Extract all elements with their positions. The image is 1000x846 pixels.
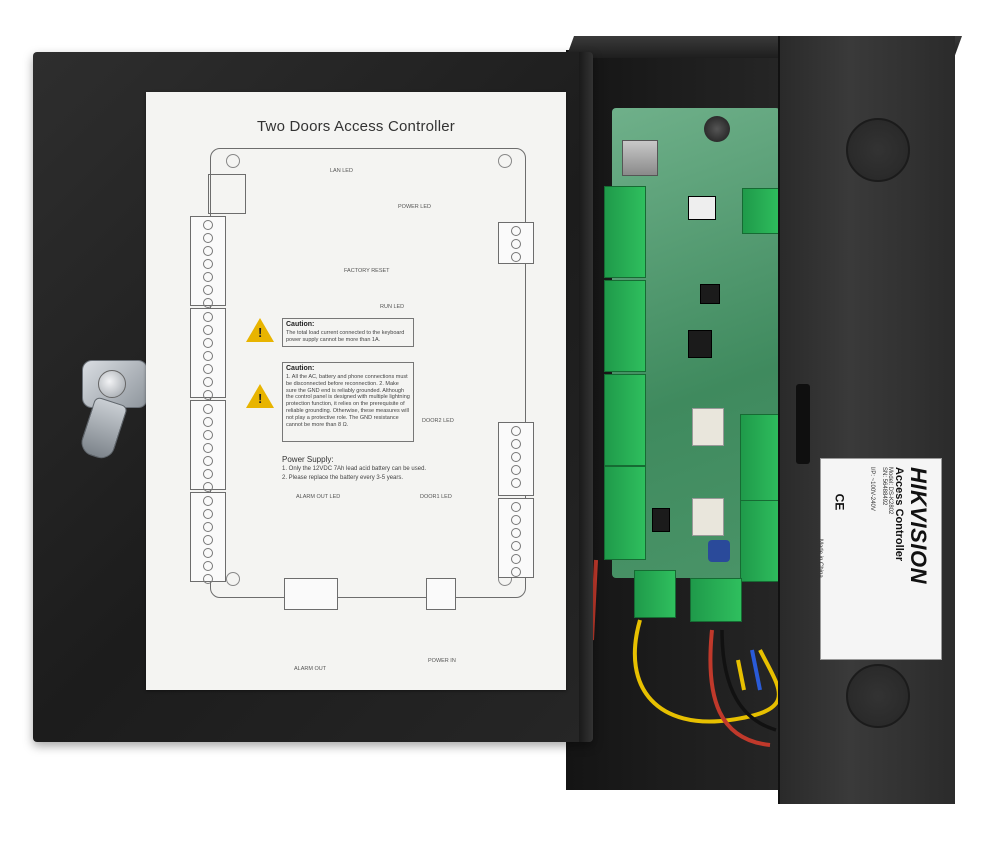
diagram-terminal-6 [498, 422, 534, 496]
lock-cylinder-icon [98, 370, 126, 398]
made-in: Made in China [817, 539, 823, 578]
caution-title: Caution: [286, 321, 315, 328]
power-supply-line-2: 2. Please replace the battery every 3-5 … [282, 474, 404, 481]
terminal-block-9 [690, 578, 742, 622]
knockout-top [846, 118, 910, 182]
terminal-block-7 [740, 500, 782, 582]
terminal-block-2 [604, 280, 646, 372]
input-rating: I/P: ~100V-240V [869, 467, 875, 511]
caution-box-2: Caution: 1. All the AC, battery and phon… [282, 362, 414, 442]
diagram-terminal-2 [190, 308, 226, 400]
ic-chip-2 [652, 508, 670, 532]
caution-title: Caution: [286, 365, 315, 372]
mount-hole [498, 154, 512, 168]
ethernet-port [622, 140, 658, 176]
knockout-bottom [846, 664, 910, 728]
lan-led-label: LAN LED [330, 168, 353, 174]
lan-connector [208, 174, 246, 214]
ce-mark: CE [832, 493, 847, 511]
chip-label [688, 196, 716, 220]
ic-chip [700, 284, 720, 304]
serial-number: SN: 56488492 [881, 467, 887, 506]
caution-text: 1. All the AC, battery and phone connect… [286, 373, 410, 428]
alarm-out-led-label: ALARM OUT LED [296, 494, 341, 500]
power-supply-title: Power Supply: [282, 455, 334, 464]
diagram-terminal-4 [190, 492, 226, 584]
run-led-label: RUN LED [380, 304, 405, 310]
label-content: HIKVISION Access Controller Model: DS-K2… [869, 467, 931, 653]
diagram-terminal-1 [190, 216, 226, 308]
diagram-title: Two Doors Access Controller [257, 118, 455, 135]
diagram-terminal-3 [190, 400, 226, 492]
power-supply-notes: Power Supply: 1. Only the 12VDC 7Ah lead… [282, 454, 462, 482]
alarm-out-terminal [284, 578, 338, 610]
power-in-label: POWER IN [428, 658, 456, 664]
mount-hole [226, 572, 240, 586]
terminal-block-5 [742, 188, 782, 234]
terminal-block-3 [604, 374, 646, 466]
wiring-diagram-sheet: Two Doors Access Controller LAN LED POWE… [146, 92, 566, 690]
hinge-latch [796, 384, 810, 464]
coin-battery [704, 116, 730, 142]
mount-hole [226, 154, 240, 168]
processor-chip [688, 330, 712, 358]
diagram-terminal-7 [498, 498, 534, 578]
relay-1 [692, 408, 724, 446]
power-supply-line-1: 1. Only the 12VDC 7Ah lead acid battery … [282, 466, 427, 473]
terminal-block-6 [740, 414, 782, 502]
door-lock[interactable] [77, 360, 148, 462]
power-led-label: POWER LED [398, 204, 432, 210]
caution-box-1: Caution: The total load current connecte… [282, 318, 414, 347]
warning-icon [246, 384, 274, 408]
relay-2 [692, 498, 724, 536]
capacitor [708, 540, 730, 562]
factory-reset-label: FACTORY RESET [344, 268, 390, 274]
product-name: Access Controller [893, 467, 905, 562]
warning-icon [246, 318, 274, 342]
terminal-block-8 [634, 570, 676, 618]
brand-logo: HIKVISION [906, 467, 931, 584]
alarm-out-label: ALARM OUT [294, 666, 327, 672]
diagram-terminal-5 [498, 222, 534, 264]
door1-led-label: DOOR1 LED [420, 494, 452, 500]
door-edge [579, 52, 593, 742]
door2-led-label: DOOR2 LED [422, 418, 454, 424]
power-in-terminal [426, 578, 456, 610]
terminal-block-4 [604, 466, 646, 560]
terminal-block-1 [604, 186, 646, 278]
caution-text: The total load current connected to the … [286, 329, 405, 343]
product-label: HIKVISION Access Controller Model: DS-K2… [817, 458, 942, 660]
